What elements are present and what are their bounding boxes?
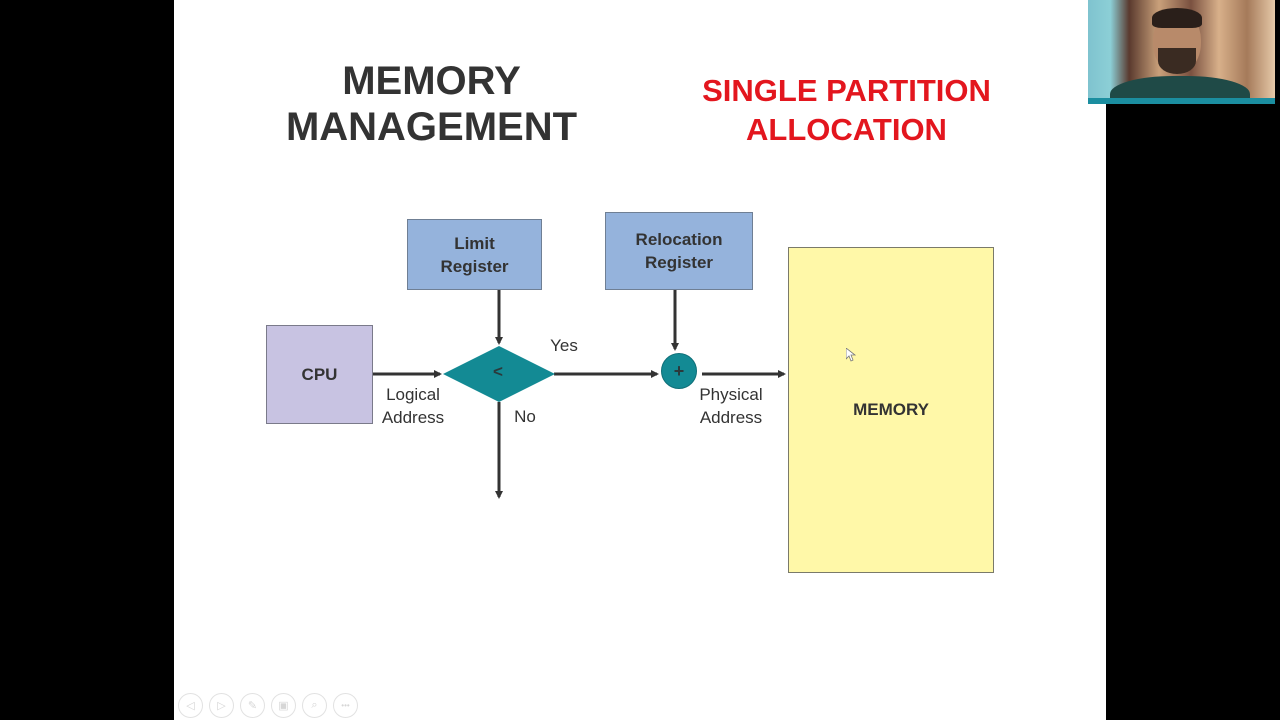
presentation-toolbar: ◁ ▷ ✎ ▣ ⌕ ••• <box>178 693 358 718</box>
slide-title-line-1: MEMORY <box>342 59 521 103</box>
logical-address-label: Logical Address <box>372 383 454 429</box>
memory-label: MEMORY <box>853 400 929 419</box>
cpu-label: CPU <box>301 364 338 384</box>
slide-subtitle-line-1: SINGLE PARTITION <box>702 73 991 108</box>
logical-address-line-1: Logical <box>386 385 440 404</box>
adder-symbol: + <box>673 360 685 381</box>
memory-box: MEMORY <box>788 247 994 573</box>
see-all-slides-button[interactable]: ▣ <box>271 693 296 718</box>
slides-grid-icon: ▣ <box>278 700 289 712</box>
more-options-button[interactable]: ••• <box>333 693 358 718</box>
next-icon: ▷ <box>217 700 226 712</box>
comparator-symbol: < <box>493 362 503 381</box>
previous-slide-button[interactable]: ◁ <box>178 693 203 718</box>
diagram-connectors <box>373 290 786 499</box>
relocation-register-label-1: Relocation <box>635 230 723 249</box>
physical-address-line-1: Physical <box>699 385 763 404</box>
webcam-bottom-strip <box>1088 98 1275 104</box>
relocation-register-label-2: Register <box>644 253 714 272</box>
zoom-button[interactable]: ⌕ <box>302 693 327 718</box>
slide-title: MEMORY MANAGEMENT <box>264 58 599 150</box>
physical-address-label: Physical Address <box>690 383 772 429</box>
slide-title-line-2: MANAGEMENT <box>285 105 578 149</box>
no-label: No <box>514 407 536 426</box>
slide-subtitle-line-2: ALLOCATION <box>746 112 947 147</box>
zoom-icon: ⌕ <box>311 699 318 711</box>
next-slide-button[interactable]: ▷ <box>209 693 234 718</box>
more-icon: ••• <box>341 701 350 710</box>
mouse-cursor-icon <box>846 348 856 362</box>
physical-address-line-2: Address <box>699 408 763 427</box>
limit-register-label-1: Limit <box>454 233 495 253</box>
relocation-register-box: Relocation Register <box>605 212 753 290</box>
limit-register-label-2: Register <box>440 256 509 276</box>
slide-subtitle: SINGLE PARTITION ALLOCATION <box>679 71 1014 149</box>
comparator-diamond <box>443 346 555 402</box>
presenter-webcam <box>1088 0 1275 104</box>
logical-address-line-2: Address <box>381 408 445 427</box>
presenter-beard <box>1158 48 1196 74</box>
yes-label: Yes <box>550 336 578 355</box>
presentation-slide: MEMORY MANAGEMENT SINGLE PARTITION ALLOC… <box>174 0 1106 720</box>
presenter-hair <box>1152 8 1202 28</box>
previous-icon: ◁ <box>186 700 195 712</box>
pen-icon: ✎ <box>247 700 258 712</box>
adder-circle: + <box>661 353 697 389</box>
pen-tool-button[interactable]: ✎ <box>240 693 265 718</box>
limit-register-box: Limit Register <box>407 219 542 290</box>
cpu-box: CPU <box>266 325 373 424</box>
